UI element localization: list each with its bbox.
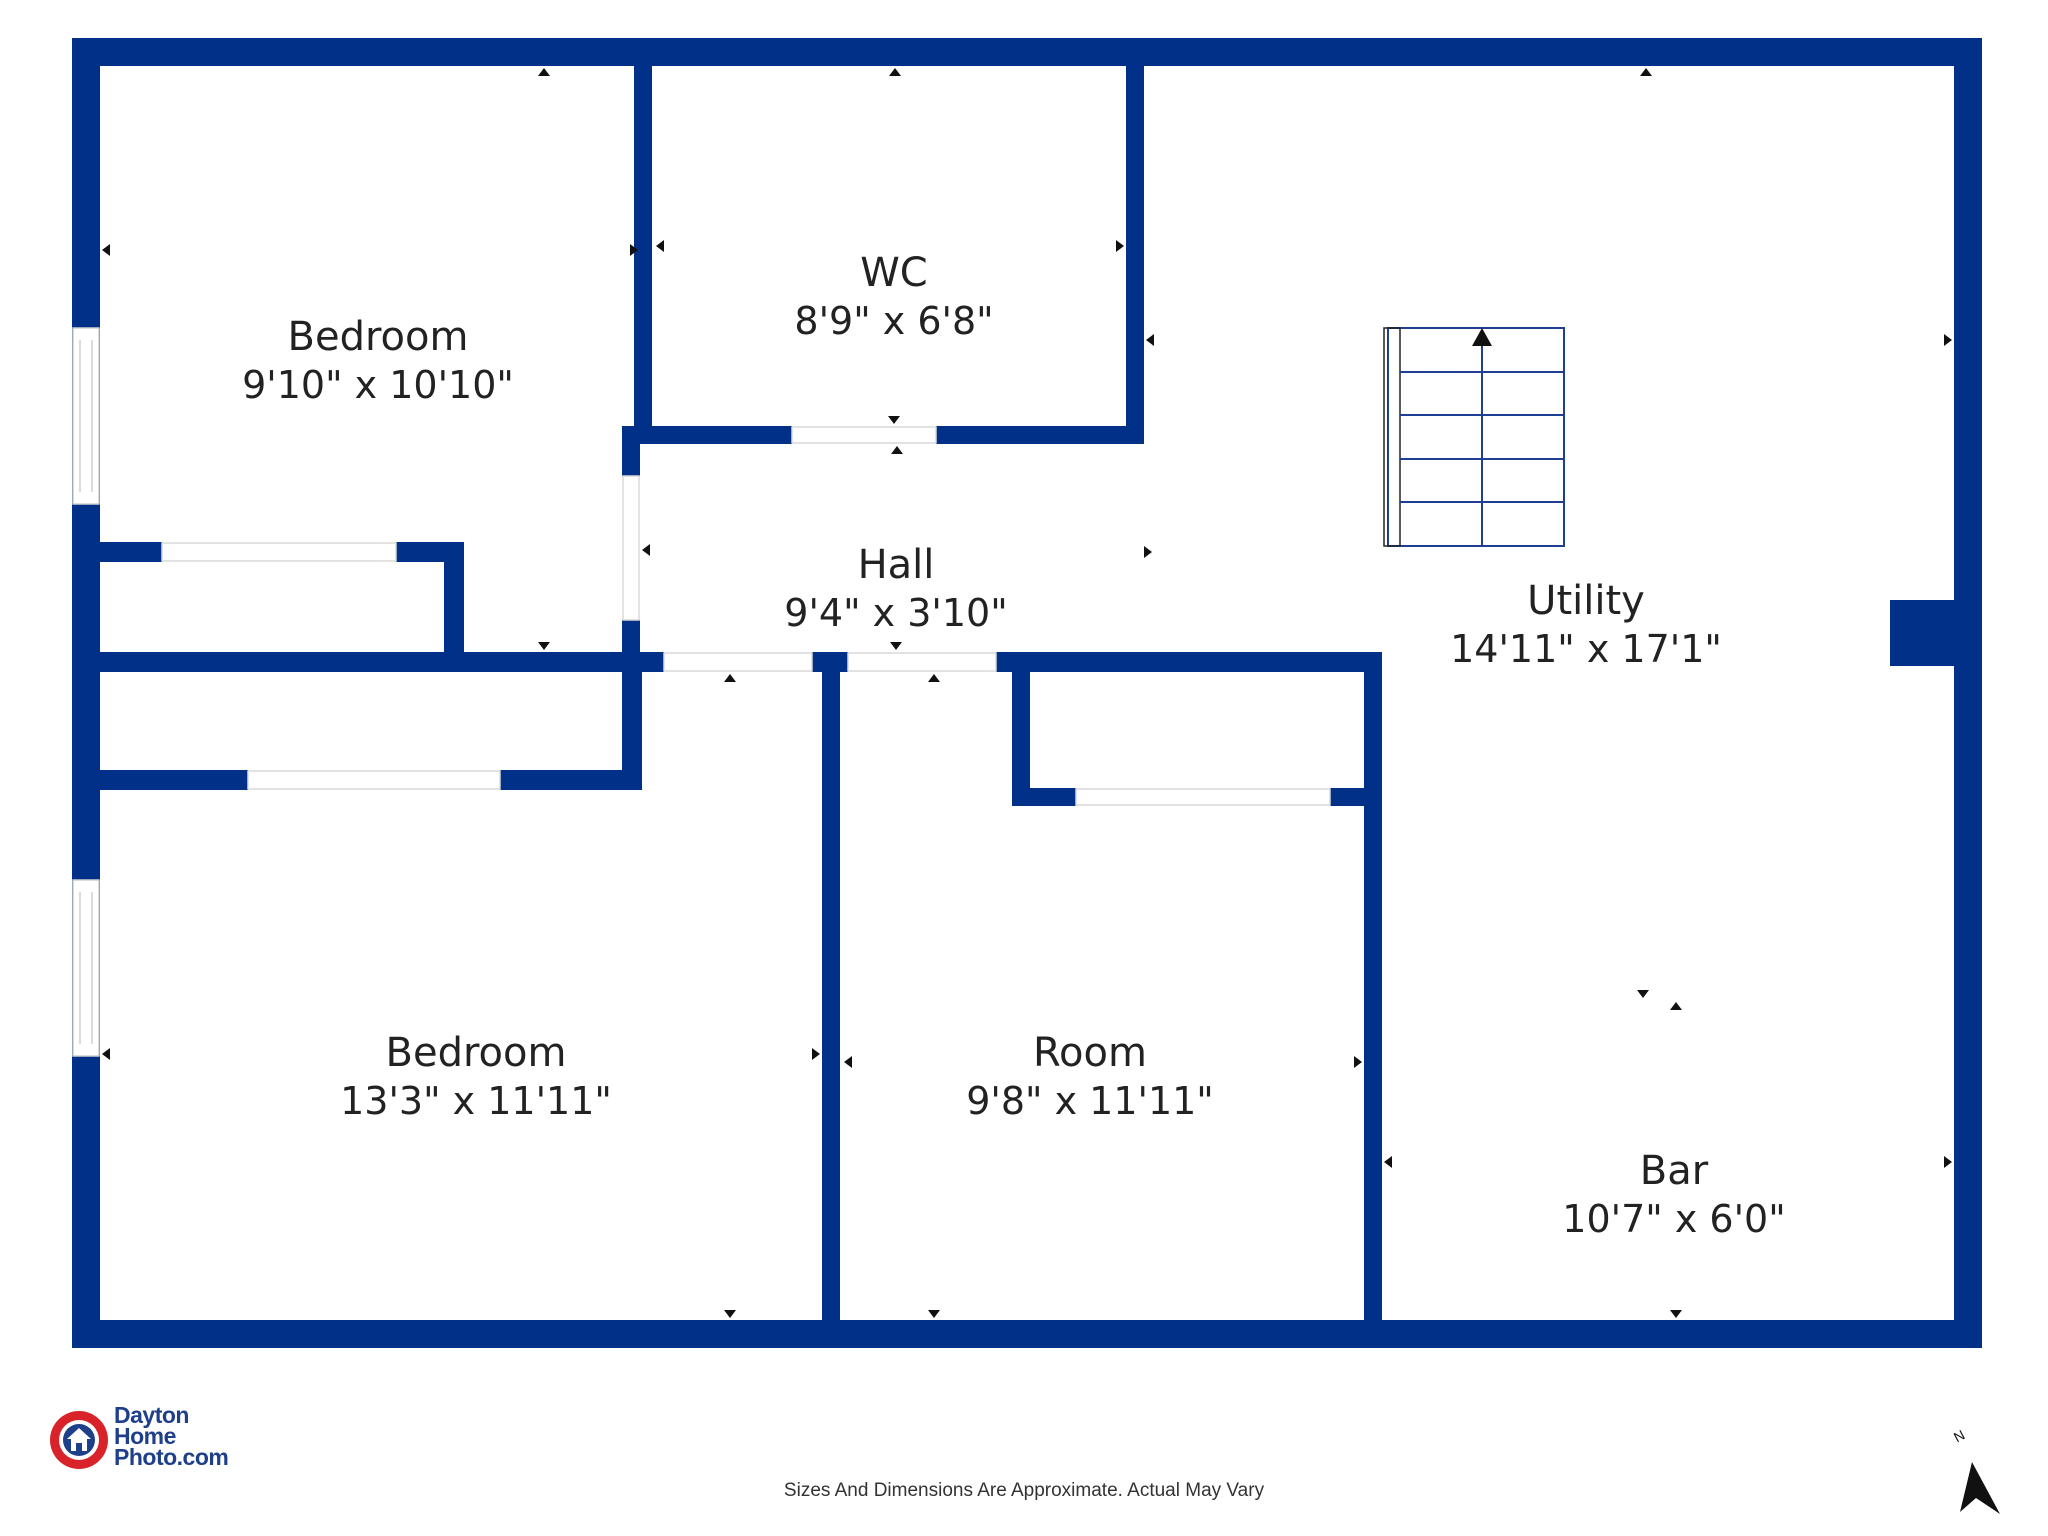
walls bbox=[72, 38, 1982, 1348]
outer-wall-left bbox=[72, 38, 100, 1348]
room-dims-room: 9'8" x 11'11" bbox=[966, 1079, 1214, 1123]
wall-closet-right bbox=[444, 542, 464, 672]
stair-rail bbox=[1383, 327, 1401, 547]
wall-wc-bottom-right bbox=[936, 426, 1144, 444]
window-left-lower bbox=[72, 879, 100, 1057]
room-dims-bedroom-top: 9'10" x 10'10" bbox=[242, 363, 514, 407]
room-name-utility: Utility bbox=[1527, 578, 1645, 624]
wall-mid-left bbox=[72, 652, 664, 672]
wall-bedroom-room bbox=[822, 652, 840, 1348]
compass: N bbox=[1950, 1427, 2010, 1518]
closet-door bbox=[161, 542, 397, 562]
utility-pillar bbox=[1890, 600, 1960, 666]
room-dims-bedroom-bottom: 13'3" x 11'11" bbox=[340, 1079, 612, 1123]
wall-wc-bottom-left bbox=[622, 426, 792, 444]
window-left-upper bbox=[72, 327, 100, 505]
wall-room-closet-bottom-left bbox=[1012, 788, 1076, 806]
room-name-bar: Bar bbox=[1640, 1148, 1709, 1194]
room-name-bedroom-top: Bedroom bbox=[288, 314, 469, 360]
bedroom2-door bbox=[663, 652, 813, 672]
wall-hall-left-upper bbox=[622, 426, 640, 476]
company-logo: Dayton Home Photo.com bbox=[48, 1402, 308, 1475]
logo-line-1: Dayton bbox=[114, 1402, 189, 1428]
room-name-hall: Hall bbox=[858, 542, 935, 588]
wc-door bbox=[791, 426, 937, 444]
house-camera-icon bbox=[50, 1411, 108, 1469]
bedroom-hall-door bbox=[622, 475, 640, 621]
room-door bbox=[847, 652, 997, 672]
wall-bedroom-wc bbox=[634, 38, 652, 430]
wall-closet2-bottom-left bbox=[72, 770, 248, 790]
room-name-room: Room bbox=[1033, 1030, 1147, 1076]
outer-wall-bottom bbox=[72, 1320, 1982, 1348]
stair-outline bbox=[1387, 327, 1565, 547]
disclaimer-text: Sizes And Dimensions Are Approximate. Ac… bbox=[783, 1480, 1265, 1501]
staircase bbox=[1383, 327, 1565, 547]
wall-closet2-bottom-right bbox=[500, 770, 642, 790]
logo-line-3: Photo.com bbox=[114, 1444, 229, 1470]
room-dims-bar: 10'7" x 6'0" bbox=[1562, 1197, 1785, 1241]
dimension-ticks bbox=[102, 68, 1952, 1318]
room-closet-door bbox=[1075, 788, 1331, 806]
stair-up-arrow-icon bbox=[1472, 328, 1492, 346]
wall-wc-right bbox=[1126, 38, 1144, 444]
windows bbox=[72, 327, 100, 1057]
closet2-door bbox=[247, 770, 501, 790]
outer-wall-right bbox=[1954, 38, 1982, 1348]
logo-line-2: Home bbox=[114, 1423, 176, 1449]
room-name-bedroom-bottom: Bedroom bbox=[386, 1030, 567, 1076]
north-arrow-icon bbox=[1960, 1462, 2000, 1514]
room-dims-utility: 14'11" x 17'1" bbox=[1450, 627, 1722, 671]
room-dims-wc: 8'9" x 6'8" bbox=[794, 299, 993, 343]
wall-mid-right bbox=[996, 652, 1382, 672]
wall-closet2-right bbox=[622, 652, 642, 790]
wall-room-utility bbox=[1364, 652, 1382, 1348]
outer-wall-top bbox=[72, 38, 1982, 66]
wall-closet-top-left bbox=[72, 542, 162, 562]
room-dims-hall: 9'4" x 3'10" bbox=[784, 591, 1007, 635]
room-name-wc: WC bbox=[860, 250, 927, 296]
wall-room-closet-left bbox=[1012, 652, 1030, 806]
door-openings bbox=[161, 426, 1331, 806]
